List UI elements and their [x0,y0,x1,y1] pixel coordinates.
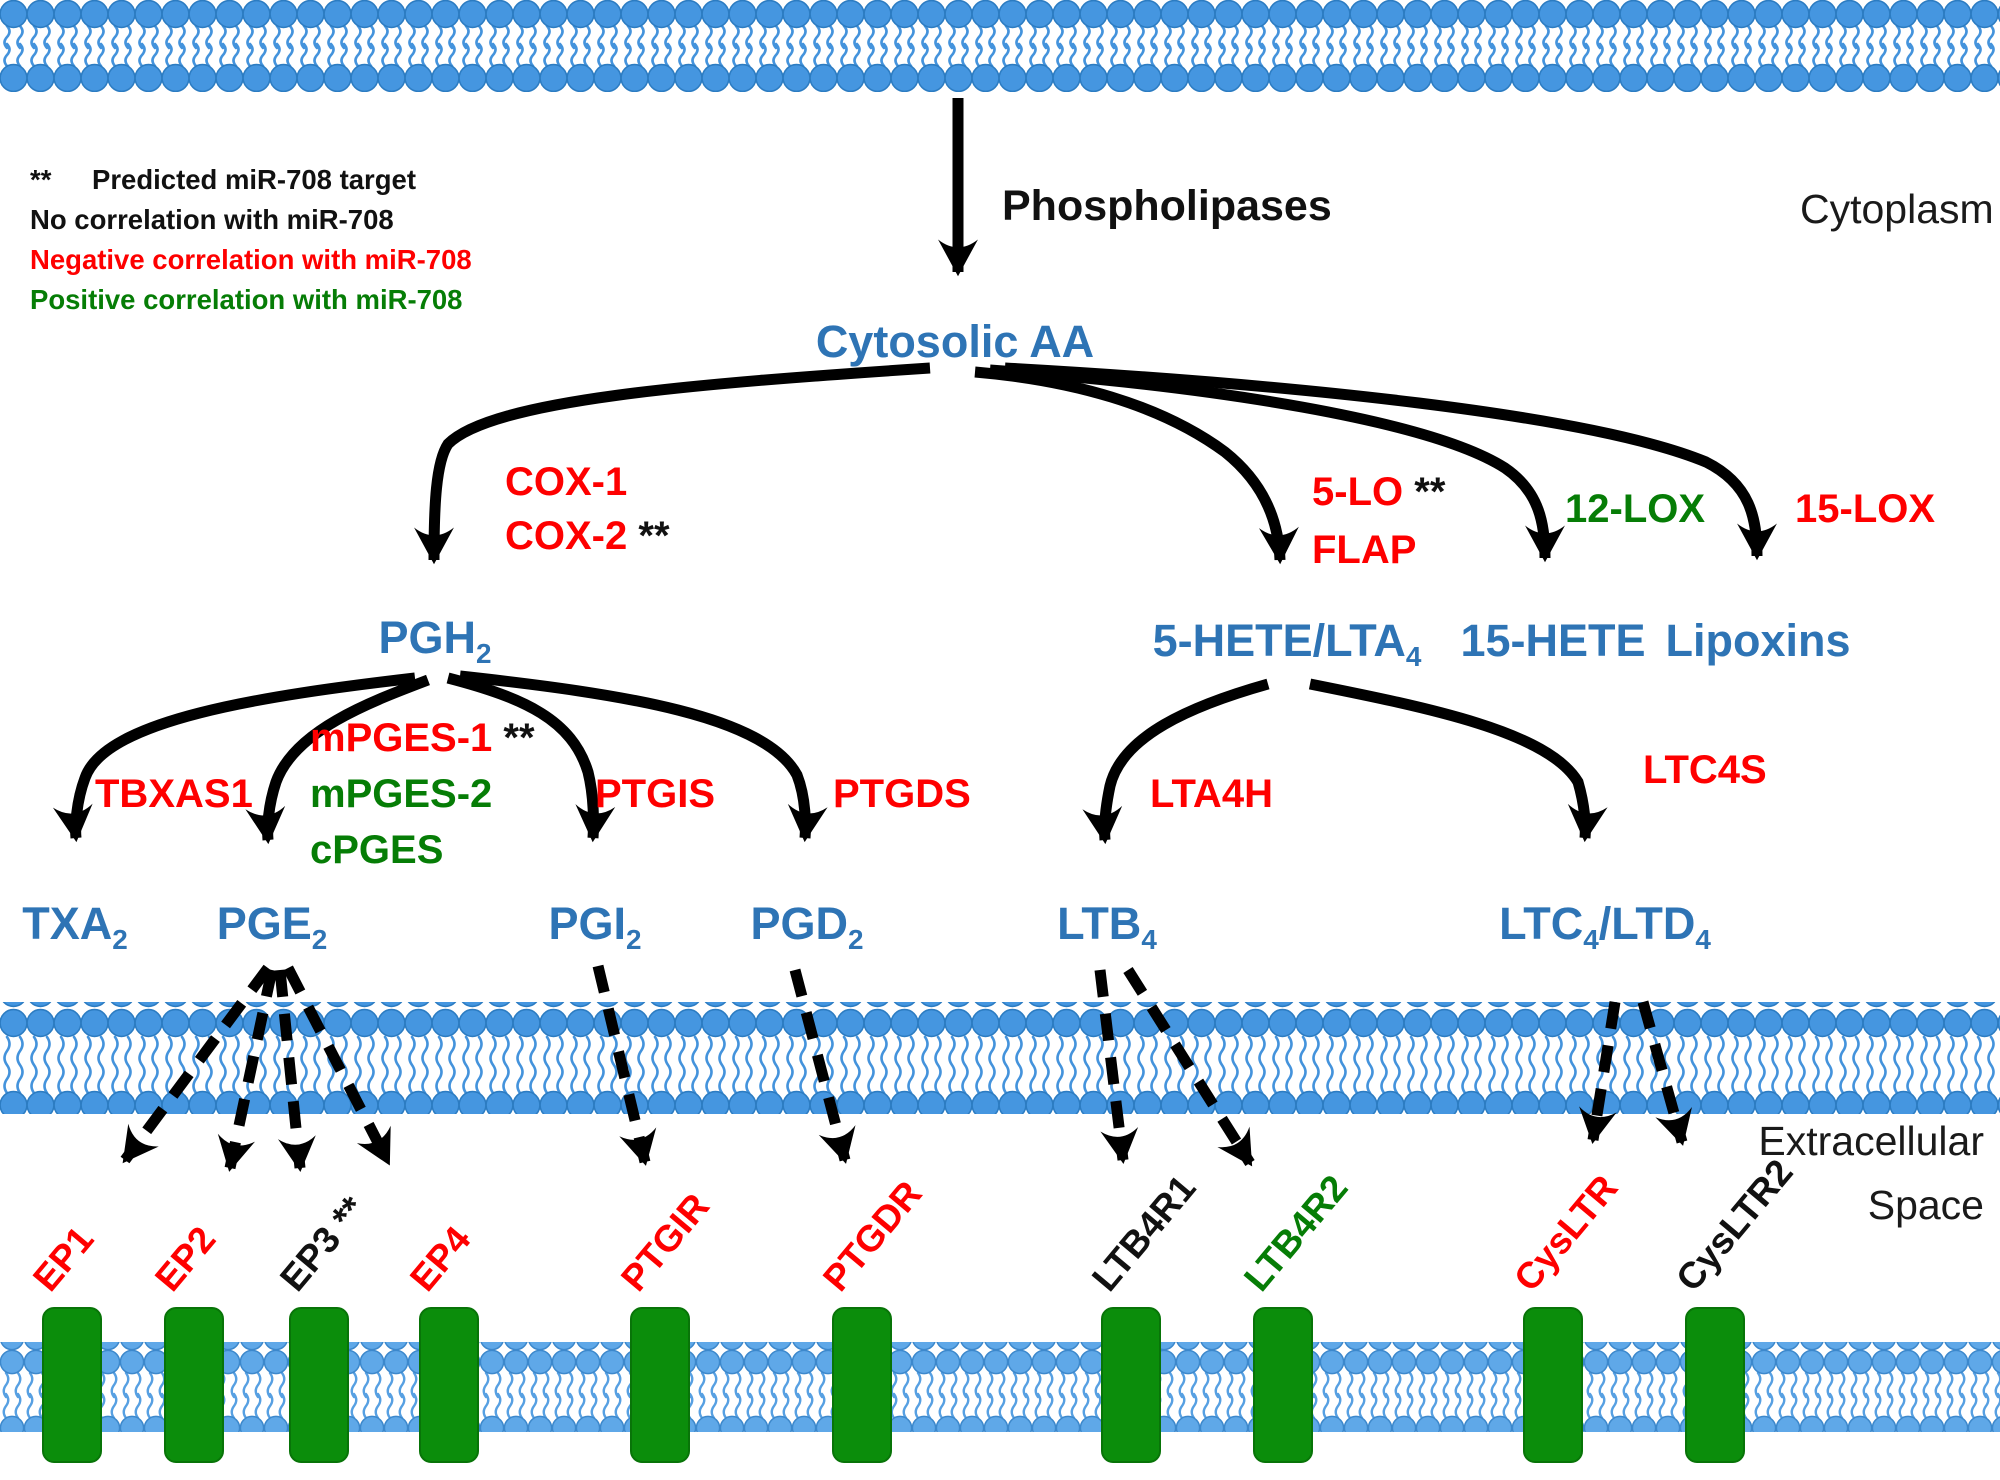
receptor-box-ep1 [42,1307,102,1463]
enzyme-12lox: 12-LOX [1565,487,1706,531]
enzyme-cox2: COX-2 ** [505,514,670,558]
node-15hete: 15-HETE [1460,615,1646,666]
arrow-aa-to-5hete [974,366,1299,565]
receptor-box-ep4 [419,1307,479,1463]
receptor-box-ltb4r1 [1101,1307,1161,1463]
receptor-box-ep2 [164,1307,224,1463]
arrow-pge2-to-ep2 [217,968,278,1172]
receptor-box-ptgdr [832,1307,892,1463]
legend-item-negative-correlation: Negative correlation with miR-708 [30,244,472,275]
arrow-pgh2-to-pgi2 [446,672,616,843]
arrow-pge2-to-ep4 [283,965,393,1166]
node-cytosolic-aa: Cytosolic AA [815,316,1095,367]
receptor-box-cysltr2 [1685,1307,1745,1463]
arrow-ltc4-to-cysltr [1579,1001,1621,1144]
pathway-arrows [52,98,1777,845]
legend-item-positive-correlation: Positive correlation with miR-708 [30,284,463,315]
receptor-box-ltb4r2 [1253,1307,1313,1463]
node-pgi2: PGI2 [548,898,642,955]
arrow-pgh2-to-pgd2 [459,670,828,843]
arrow-ltb4-to-ltb4r1 [1094,969,1139,1164]
arrow-aa-to-15hete [989,364,1565,563]
enzyme-15lox: 15-LOX [1795,487,1936,531]
double-asterisk-icon: ** [30,164,52,195]
receptor-box-ep3 [289,1307,349,1463]
enzyme-5lo: 5-LO ** [1312,470,1446,514]
node-lipoxins: Lipoxins [1665,615,1851,666]
enzyme-mpges2: mPGES-2 [310,772,493,816]
enzyme-ptgds: PTGDS [833,772,971,816]
arrow-5hete-to-ltc4 [1308,678,1608,843]
extracellular-label-line2: Space [1867,1181,1984,1228]
arrow-pge2-to-ep1 [120,964,273,1164]
node-5hete-lta4: 5-HETE/LTA4 [1152,615,1422,672]
plasma-membrane-top [0,0,2000,92]
node-pgh2: PGH2 [378,612,492,669]
node-pge2: PGE2 [216,898,328,955]
enzyme-tbxas1: TBXAS1 [95,772,253,816]
arrow-5hete-to-ltb4 [1082,678,1270,845]
enzyme-flap: FLAP [1312,528,1417,572]
phospholipases-label: Phospholipases [1002,182,1332,230]
enzyme-mpges1: mPGES-1 ** [310,716,535,760]
enzyme-cpges: cPGES [310,828,444,872]
node-pgd2: PGD2 [750,898,864,955]
node-ltb4: LTB4 [1057,898,1157,955]
arrow-aa-to-pgh2 [414,362,931,565]
arrow-pgh2-to-pge2 [245,674,430,845]
legend-item-predicted-target: **Predicted miR-708 target [30,160,472,200]
extracellular-space-label: Extracellular Space [1758,1110,1984,1237]
legend-item-no-correlation: No correlation with miR-708 [30,204,394,235]
plasma-membrane-middle [0,1002,2000,1114]
cytoplasm-label: Cytoplasm [1800,186,1994,232]
enzyme-cox1: COX-1 [505,460,628,504]
node-txa2: TXA2 [22,898,128,955]
extracellular-label-line1: Extracellular [1758,1118,1984,1164]
arrow-ltb4-to-ltb4r2 [1123,967,1255,1167]
arrow-pgh2-to-txa2 [52,672,416,843]
enzyme-lta4h: LTA4H [1150,772,1273,816]
arrow-aa-to-lipoxins [1004,362,1777,561]
secretion-arrows [120,964,1692,1172]
arrow-pgd2-to-ptgdr [789,968,856,1164]
arrow-ltc4-to-cysltr2 [1637,1000,1692,1146]
receptor-box-cysltr [1523,1307,1583,1463]
enzyme-ptgis: PTGIS [595,772,716,816]
arrow-pge2-to-ep3 [274,969,316,1172]
node-ltc4-ltd4: LTC4/LTD4 [1499,898,1711,955]
legend: **Predicted miR-708 target No correlatio… [30,160,472,320]
receptor-boxes [42,1307,1745,1463]
arrow-pgi2-to-ptgir [592,964,657,1166]
enzyme-ltc4s: LTC4S [1643,748,1767,792]
receptor-box-ptgir [630,1307,690,1463]
